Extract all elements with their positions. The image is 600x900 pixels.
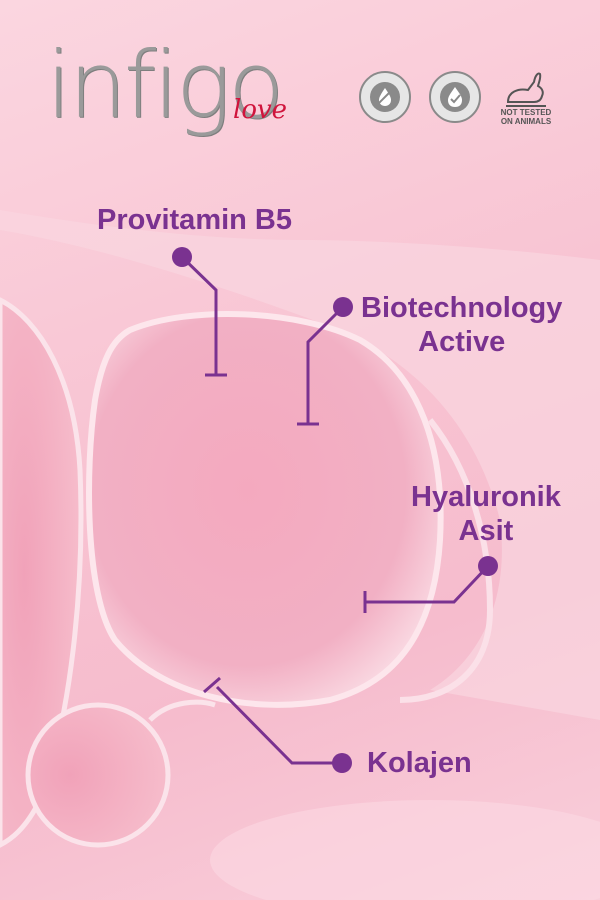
collagen-tick [203,676,221,694]
collagen-label: Kolajen [367,747,472,779]
logo-wordmark: infigo [46,32,284,139]
paraben-free-icon [359,71,411,123]
biotech-line-2: Active [418,326,506,358]
provitamin-b5-label: Provitamin B5 [97,204,292,236]
paraben-free-badge [358,70,412,124]
hyaluronic-line-2: Asit [458,515,514,547]
dermatologically-tested-icon [429,71,481,123]
not-tested-on-animals-badge [498,62,552,110]
not-tested-on-animals-text: NOT TESTED ON ANIMALS [500,108,552,126]
hyaluronic-acid-label: Hyaluronik Asit [411,480,561,548]
collagen-leader-line [215,685,340,765]
brand-logo: infigo love [46,40,296,150]
rabbit-icon [506,72,546,107]
biotech-leader-line [306,305,345,424]
hyaluronic-line-1: Hyaluronik [411,481,561,513]
collagen-dot [332,753,352,773]
provitamin-dot [172,247,192,267]
logo-subtext: love [233,95,288,125]
dermatologically-tested-badge [428,70,482,124]
biotechnology-active-label: Biotechnology Active [361,291,562,359]
biotech-line-1: Biotechnology [361,292,563,324]
provitamin-leader-line [180,255,218,375]
biotech-dot [333,297,353,317]
hyaluronic-leader-line [365,564,490,604]
hyaluronic-dot [478,556,498,576]
